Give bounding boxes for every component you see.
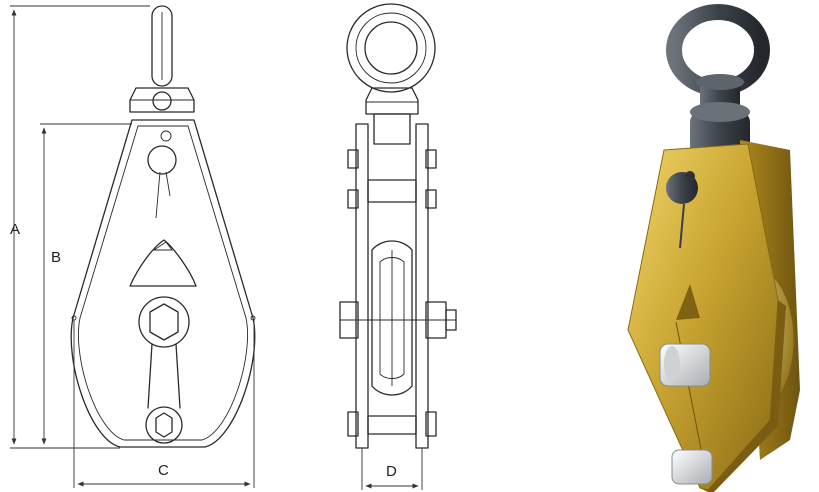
dimension-a: A xyxy=(10,5,150,449)
swivel-shank xyxy=(151,5,173,87)
dimension-b-label: B xyxy=(51,249,61,266)
swivel-eye xyxy=(346,3,436,93)
axle-nut xyxy=(138,296,190,348)
side-view xyxy=(339,3,457,449)
dimension-a-label: A xyxy=(10,221,20,238)
sheave xyxy=(371,240,413,396)
side-collar xyxy=(365,87,419,115)
dimension-c: C xyxy=(73,320,255,488)
dimension-b: B xyxy=(40,123,132,445)
dimension-d-label: D xyxy=(386,463,397,480)
dimension-d: D xyxy=(361,448,423,490)
left-plate xyxy=(355,123,369,449)
dimension-c-label: C xyxy=(158,462,169,479)
lock-pin xyxy=(147,145,177,175)
render-bottom-bolt xyxy=(671,449,713,485)
right-plate xyxy=(415,123,429,449)
side-plate xyxy=(70,119,256,448)
product-render xyxy=(627,4,800,492)
front-view xyxy=(70,5,256,448)
lock-plate xyxy=(129,239,197,287)
link-bar xyxy=(147,343,181,409)
